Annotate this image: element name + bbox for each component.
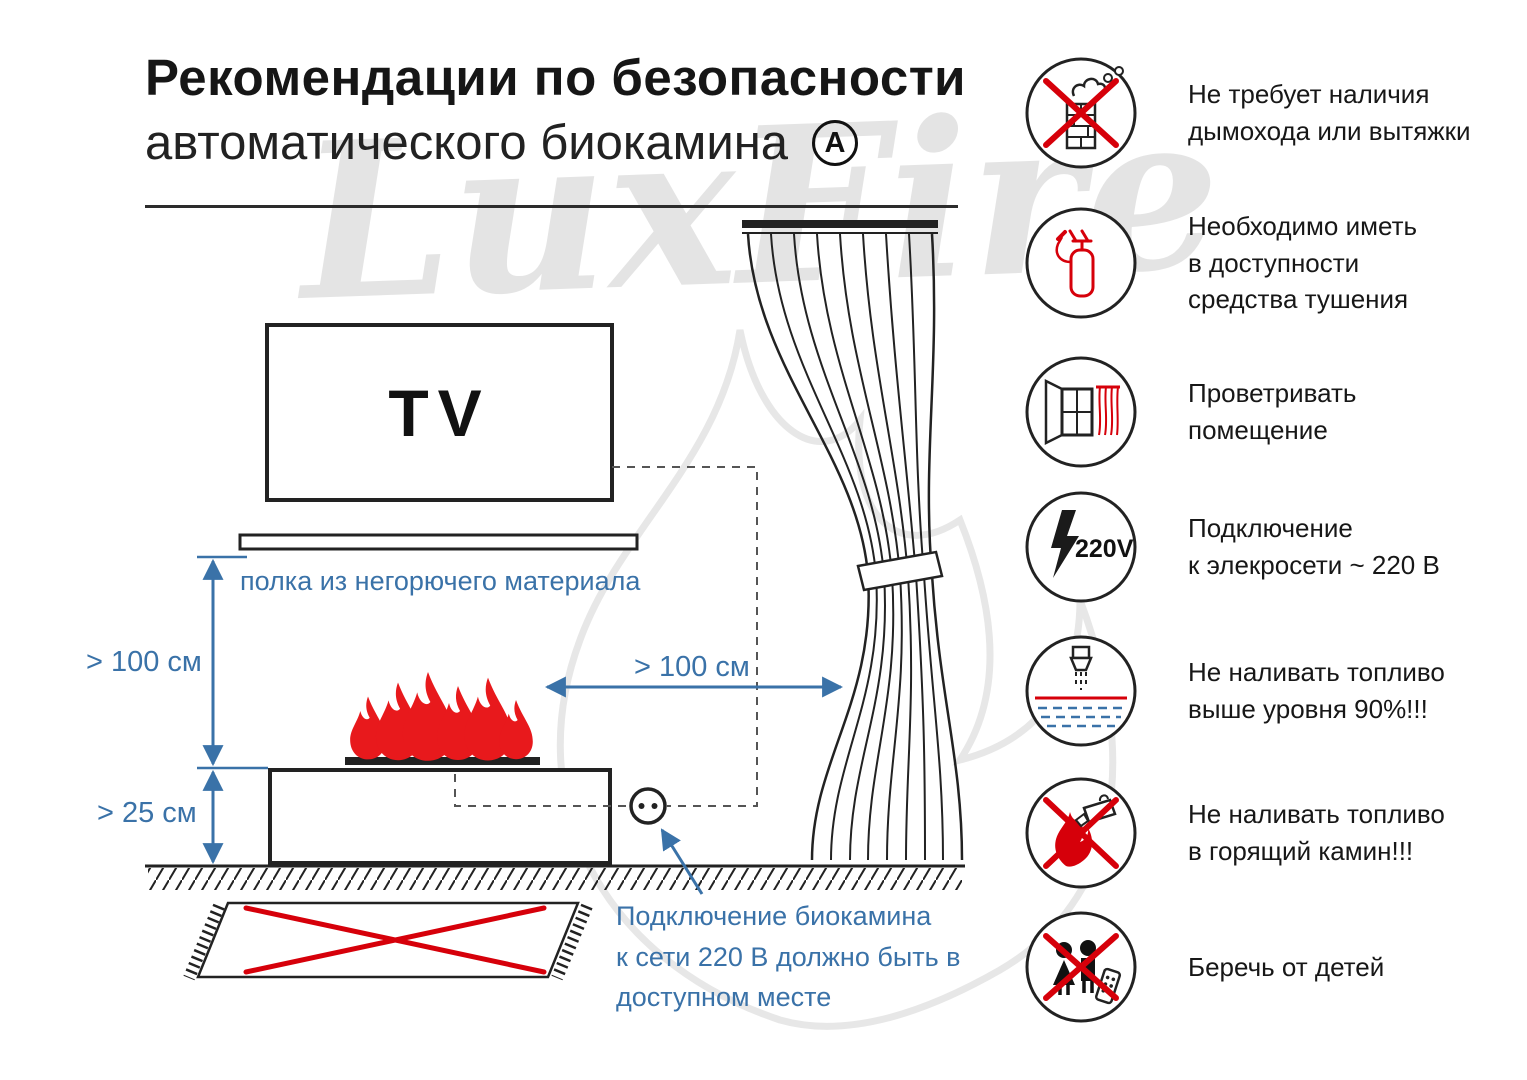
safety-label: Беречь от детей — [1188, 951, 1385, 982]
rug-cross-icon — [243, 905, 547, 975]
power-icon: 220V — [1025, 491, 1137, 603]
curtain — [742, 220, 964, 861]
ventilate-icon — [1025, 356, 1137, 468]
forbidden-rug — [183, 901, 593, 981]
dim-base-label: > 25 см — [97, 797, 197, 829]
header: Рекомендации по безопасности автоматичес… — [145, 48, 966, 171]
safety-label: Не требует наличия дымохода или вытяжки — [1188, 79, 1471, 146]
power-badge-text: 220V — [1075, 535, 1134, 563]
floor — [145, 864, 965, 890]
curtain-tie — [856, 550, 944, 592]
no-chimney-icon — [1025, 57, 1137, 169]
safety-label: Подключение к элекросети ~ 220 В — [1188, 513, 1440, 580]
shelf — [238, 533, 639, 551]
fuel-level-icon — [1025, 635, 1137, 747]
flames-icon — [350, 672, 533, 761]
safety-item-extinguisher: Необходимо иметь в доступности средства … — [1022, 204, 1417, 322]
safety-item-no-chimney: Не требует наличия дымохода или вытяжки — [1022, 54, 1471, 172]
shelf-label: полка из негорючего материала — [240, 566, 641, 596]
safety-label: Не наливать топливо в горящий камин!!! — [1188, 799, 1445, 866]
dimension-height — [197, 555, 268, 770]
circled-a-badge: A — [812, 120, 859, 166]
outlet-pointer-arrow — [660, 828, 704, 895]
fireplace — [268, 757, 612, 865]
dim-height-label: > 100 см — [86, 646, 202, 678]
safety-item-no-refill: Не наливать топливо в горящий камин!!! — [1022, 774, 1445, 892]
safety-item-fuel-level: Не наливать топливо выше уровня 90%!!! — [1022, 632, 1445, 750]
tv-label: TV — [388, 375, 491, 450]
page-subtitle-text: автоматического биокамина — [145, 116, 789, 170]
safety-item-power: 220V Подключение к элекросети ~ 220 В — [1022, 488, 1440, 606]
safety-label: Не наливать топливо выше уровня 90%!!! — [1188, 657, 1445, 724]
no-children-icon — [1025, 911, 1137, 1023]
wiring-dashed — [454, 466, 758, 807]
page-subtitle: автоматического биокамина A — [145, 115, 966, 171]
burner — [345, 757, 540, 765]
safety-item-ventilate: Проветривать помещение — [1022, 353, 1356, 471]
title-divider — [145, 205, 958, 208]
page-title: Рекомендации по безопасности — [145, 49, 967, 106]
safety-item-no-children: Беречь от детей — [1022, 908, 1384, 1026]
tv — [265, 323, 614, 502]
dim-distance-label: > 100 см — [634, 651, 750, 683]
safety-label: Необходимо иметь в доступности средства … — [1188, 210, 1418, 315]
no-refill-icon — [1025, 777, 1137, 889]
outlet-note: Подключение биокамина к сети 220 В должн… — [616, 901, 961, 1012]
power-outlet — [629, 787, 667, 825]
extinguisher-icon — [1025, 207, 1137, 319]
safety-label: Проветривать помещение — [1188, 378, 1357, 445]
